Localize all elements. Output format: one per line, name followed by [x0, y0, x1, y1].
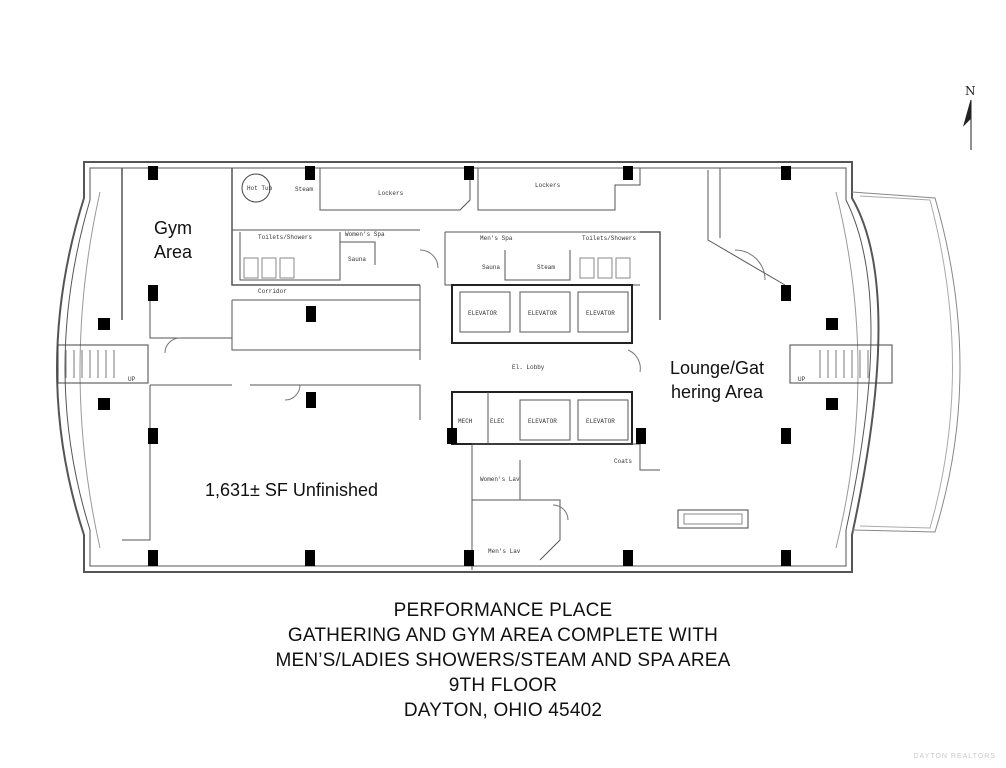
room-hot-tub: Hot Tub	[247, 185, 273, 192]
room-elevator-1: ELEVATOR	[468, 310, 497, 317]
plan-caption: PERFORMANCE PLACE GATHERING AND GYM AREA…	[0, 598, 1006, 723]
room-lockers-right: Lockers	[535, 182, 561, 189]
lounge-area-label: Lounge/Gat hering Area	[669, 358, 765, 402]
floor-plan	[56, 99, 972, 573]
gym-area-label: Gym Area	[153, 218, 193, 262]
elevator-core-upper	[451, 284, 633, 344]
room-womens-spa: Women's Spa	[345, 231, 385, 238]
room-womens-lav: Women's Lav	[480, 476, 520, 483]
caption-line-1: PERFORMANCE PLACE	[393, 600, 613, 621]
room-mens-lav: Men's Lav	[488, 548, 521, 555]
room-elevator-3: ELEVATOR	[586, 310, 615, 317]
room-mech: MECH	[458, 418, 473, 425]
north-arrow-icon	[963, 99, 972, 150]
room-toilets-right: Toilets/Showers	[582, 235, 637, 242]
room-sauna-left: Sauna	[348, 256, 367, 263]
reception-desk	[677, 509, 749, 529]
room-lockers-left: Lockers	[378, 190, 404, 197]
caption-line-2: GATHERING AND GYM AREA COMPLETE WITH	[287, 625, 719, 646]
unfinished-area-label: 1,631± SF Unfinished	[205, 480, 378, 500]
room-steam-top: Steam	[295, 186, 314, 193]
room-toilets-left: Toilets/Showers	[258, 234, 313, 241]
exterior-wall	[56, 161, 880, 573]
room-elevator-2: ELEVATOR	[528, 310, 557, 317]
room-steam-right: Steam	[537, 264, 556, 271]
stair-left	[57, 344, 149, 384]
room-elec: ELEC	[490, 418, 505, 425]
caption-line-3: MEN’S/LADIES SHOWERS/STEAM AND SPA AREA	[275, 650, 731, 671]
stair-right	[789, 344, 893, 384]
room-mens-spa: Men's Spa	[480, 235, 513, 242]
room-el-lobby: El. Lobby	[512, 364, 545, 371]
canopy	[851, 191, 961, 533]
hot-tub	[241, 173, 271, 203]
columns	[98, 166, 838, 566]
room-corridor: Corridor	[258, 288, 287, 295]
caption-line-4: 9TH FLOOR	[448, 675, 558, 696]
stair-up-left: UP	[128, 376, 136, 383]
caption-line-5: DAYTON, OHIO 45402	[403, 700, 603, 721]
stair-up-right: UP	[798, 376, 806, 383]
room-coats: Coats	[614, 458, 633, 465]
watermark: DAYTON REALTORS	[913, 753, 996, 760]
room-elevator-5: ELEVATOR	[586, 418, 615, 425]
room-elevator-4: ELEVATOR	[528, 418, 557, 425]
room-sauna-right: Sauna	[482, 264, 501, 271]
compass-north-label: N	[965, 84, 976, 98]
